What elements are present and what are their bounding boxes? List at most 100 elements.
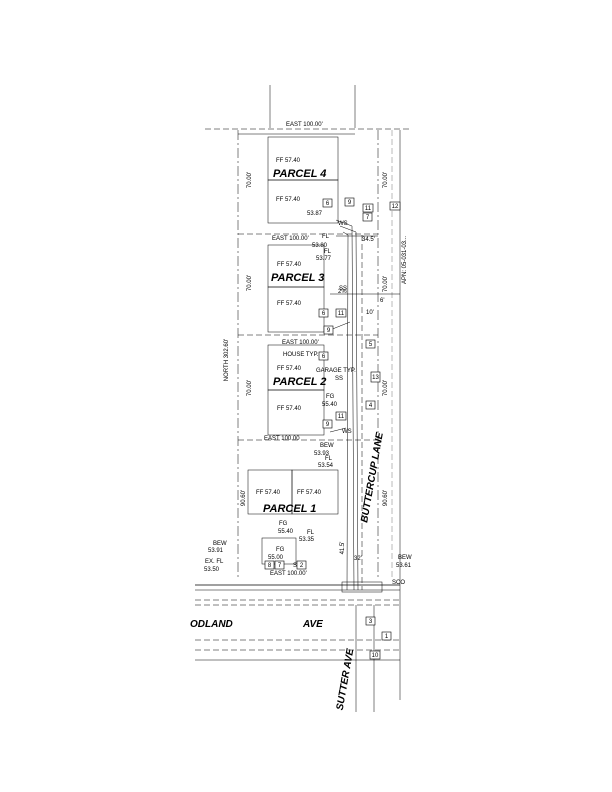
house-footprints [247,136,339,515]
callout-box: 11 [338,414,345,420]
callout-box: 3 [369,619,373,625]
parcel-3: FF 57.40 PARCEL 3 FF 57.40 [271,262,324,307]
house-typ-label: HOUSE TYP. [283,352,319,358]
callout-box: 11 [365,206,372,212]
dim-10: 10' [366,310,374,316]
avenue-label-left: ODLAND [190,619,233,630]
callout-box: 5 [369,342,373,348]
p4-dim-west: 70.00' [247,172,253,188]
fl-label-4: FL [307,530,315,536]
callout-box: 6 [322,311,326,317]
elev-5335: 53.35 [299,537,315,543]
dim-6: 6' [380,298,384,304]
elev-5387: 53.87 [307,211,323,217]
callout-box: 6 [322,354,326,360]
west-boundary-label: NORTH 302.60' [224,339,230,381]
parcel-4-ff-upper: FF 57.40 [276,158,301,164]
fl-label-1: FL [322,234,330,240]
top-boundary: EAST 100.00' [205,122,410,135]
avenue-label-right: AVE [302,619,323,630]
callout-box: 1 [385,634,389,640]
parcel-3-ff-lower: FF 57.40 [277,301,302,307]
callout-box: 4 [369,403,373,409]
callout-box: 2 [300,563,304,569]
callout-box: 9 [326,422,330,428]
elev-5500: 55.00 [268,555,284,561]
callout-box: 7 [366,215,370,221]
parcel-4: FF 57.40 PARCEL 4 FF 57.40 [273,158,326,203]
parcel-1: FF 57.40 FF 57.40 PARCEL 1 [256,490,322,565]
parcel-side-dimensions: 70.00' 70.00' 70.00' 70.00' 70.00' 70.00… [241,172,389,506]
elev-5380: 53.80 [312,243,328,249]
callout-box: 8 [268,563,272,569]
parcel-2-ff-upper: FF 57.40 [277,366,302,372]
parcel-1-ff-left: FF 57.40 [256,490,281,496]
apn-label: APN: 05-031-03... [402,236,408,284]
parcel-2-label: PARCEL 2 [273,376,326,388]
callout-box: 12 [392,204,399,210]
bew-label-3: BEW [398,555,412,561]
parcel-line-label-3: EAST 100.00 [264,436,300,442]
elev-5377: 53.77 [316,256,332,262]
top-boundary-label: EAST 100.00' [286,122,323,128]
dim-34-5: 34.5' [362,237,375,243]
buttercup-lane-label: BUTTERCUP LANE [359,431,386,523]
fg-label-1: FG [326,394,335,400]
bottom-boundary-label: EAST 100.00' [270,571,307,577]
dim-41-5: 41.5' [340,542,346,555]
parcel-line-label-1: EAST 100.00' [272,236,309,242]
callout-box: 13 [372,375,379,381]
elev-5393: 53.93 [314,451,330,457]
parcel-lines: EAST 100.00' EAST 100.00' EAST 100.00 [238,233,378,442]
bew-label-2: BEW [213,541,227,547]
dim-32: 32' [354,556,362,562]
sco-label-2: SCO [392,580,405,586]
bew-label-1: BEW [320,443,334,449]
parcel-4-ff-lower: FF 57.40 [276,197,301,203]
ss-label-1: SS [339,286,347,292]
elev-5540-b: 55.40 [278,529,294,535]
slope-2pct: 2% [338,289,347,295]
elev-5350: 53.50 [204,567,220,573]
ex-fl-label: EX. FL [205,559,224,565]
fg-label-3: FG [276,547,285,553]
adjacent-lot-lines [269,85,356,128]
sutter-ave-label: SUTTER AVE [335,648,357,712]
callout-box: 10 [372,653,379,659]
callouts: 6 9 11 7 12 6 11 9 5 6 13 11 9 4 8 7 2 3… [264,197,401,660]
elev-5540-a: 55.40 [322,402,338,408]
elevation-annotations: 53.87 WS FL 53.80 FL 53.77 34.5' 2% SS 6… [204,211,412,586]
garage-typ-label: GARAGE TYP. [316,368,356,374]
parcel-4-label: PARCEL 4 [273,168,326,180]
parcel-2: HOUSE TYP. FF 57.40 PARCEL 2 FF 57.40 GA… [273,352,356,412]
elev-5354: 53.54 [318,463,334,469]
parcel-3-label: PARCEL 3 [271,272,324,284]
callout-box: 9 [348,200,352,206]
ws-label-2: WS [342,429,352,435]
p3-dim-west: 70.00' [247,275,253,291]
p2-dim-east: 70.00' [383,380,389,396]
callout-box: 11 [338,311,345,317]
utility-lines [329,219,400,591]
ss-label-2: SS [335,376,343,382]
parcel-line-label-2: EAST 100.00' [282,340,319,346]
p2-dim-west: 70.00' [247,380,253,396]
p4-dim-east: 70.00' [383,172,389,188]
parcel-3-ff-upper: FF 57.40 [277,262,302,268]
p3-dim-east: 70.00' [383,276,389,292]
callout-box: 6 [326,201,330,207]
roadway: ODLAND AVE SUTTER AVE [190,581,400,712]
callout-box: 9 [327,328,331,334]
p1-dim-east: 90.60' [383,490,389,506]
elev-5361: 53.61 [396,563,412,569]
fg-label-2: FG [279,521,288,527]
parcel-2-ff-lower: FF 57.40 [277,406,302,412]
callout-box: 7 [278,563,282,569]
elev-5391: 53.91 [208,548,224,554]
ws-label-1: WS [338,221,348,227]
p1-dim-west: 90.60' [241,490,247,506]
parcel-1-ff-right: FF 57.40 [297,490,322,496]
fl-label-3: FL [325,456,333,462]
parcel-1-label: PARCEL 1 [263,503,316,515]
